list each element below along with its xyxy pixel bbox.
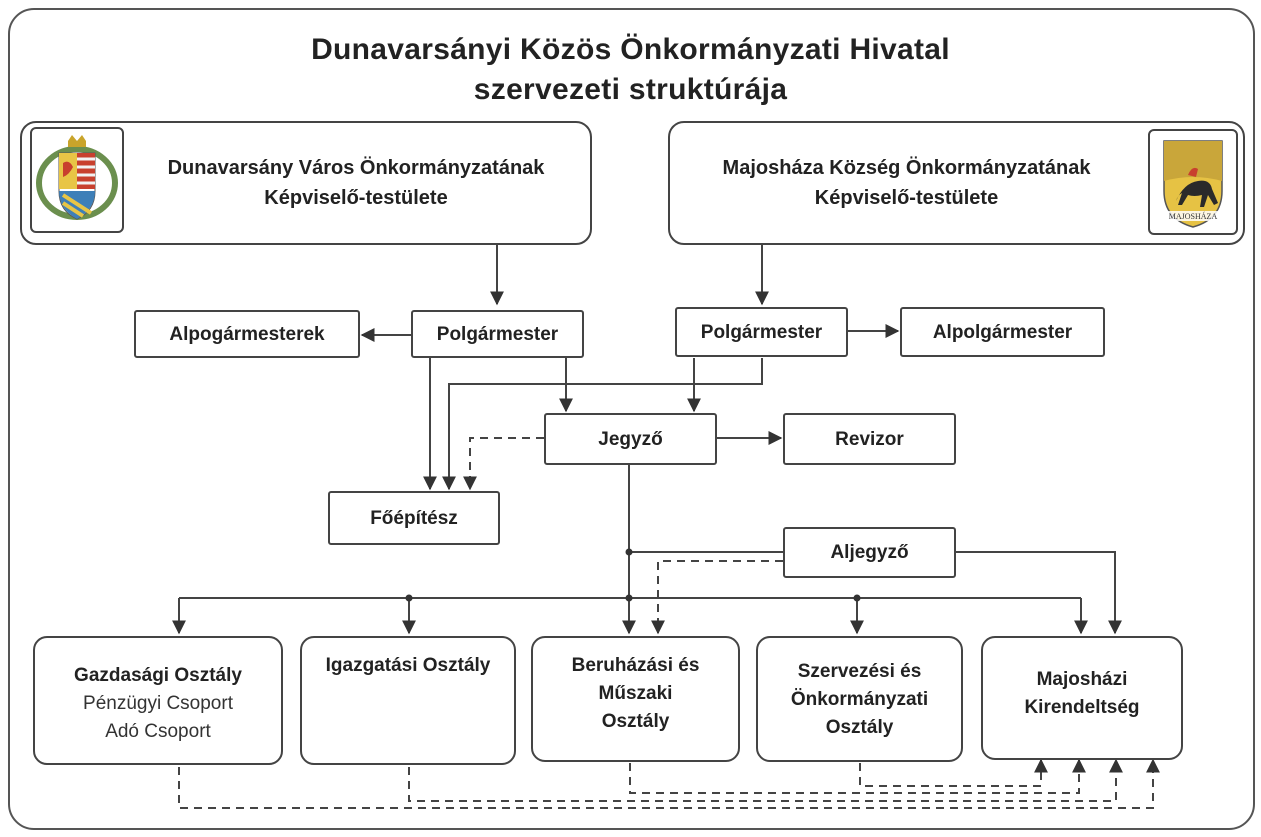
connector [956, 551, 1122, 635]
alpolgarmester-label: Alpolgármester [932, 321, 1073, 343]
polgarmester-right-box: Polgármester [675, 307, 848, 357]
jegyzo-label: Jegyző [598, 428, 663, 450]
revizor-label: Revizor [835, 428, 904, 450]
connector [463, 437, 544, 491]
connector [408, 758, 1123, 802]
department-title: Osztály [601, 711, 670, 732]
department-title: Műszaki [598, 683, 673, 704]
aljegyzo-box: Aljegyző [783, 527, 956, 578]
connector [178, 758, 1160, 809]
department-beruhazasi: Beruházási és Műszaki Osztály [531, 636, 740, 762]
connector [442, 358, 763, 491]
polgarmester-left-box: Polgármester [411, 310, 584, 358]
connector [651, 560, 783, 635]
junction-dot [625, 548, 633, 556]
department-majoshazi-kirendeltseg: Majosházi Kirendeltség [981, 636, 1183, 760]
department-subgroup: Adó Csoport [105, 721, 211, 742]
majoshaza-crest-text: MAJOSHÁZA [1169, 211, 1218, 221]
department-title: Igazgatási Osztály [325, 655, 491, 676]
outer-frame [8, 8, 1255, 830]
junction-dot [853, 594, 861, 602]
polgarmester-left-label: Polgármester [436, 323, 559, 345]
dunavarsany-coat-of-arms-icon [30, 127, 124, 233]
department-subgroup: Pénzügyi Csoport [83, 693, 233, 714]
majoshaza-coat-of-arms-icon: MAJOSHÁZA [1148, 129, 1238, 235]
polgarmester-right-label: Polgármester [700, 321, 823, 343]
department-title: Osztály [825, 717, 894, 738]
department-title: Gazdasági Osztály [74, 665, 242, 686]
title-line-2: szervezeti struktúrája [473, 73, 788, 106]
title-line-1: Dunavarsányi Közös Önkormányzati Hivatal [311, 33, 950, 66]
page-title: Dunavarsányi Közös Önkormányzati Hivatal… [0, 30, 1261, 110]
department-title: Önkormányzati [790, 689, 929, 710]
council-dunavarsany-line2: Képviselő-testülete [264, 187, 448, 209]
alpolgarmesterek-box: Alpogármesterek [134, 310, 360, 358]
department-igazgatasi: Igazgatási Osztály [300, 636, 516, 765]
aljegyzo-label: Aljegyző [830, 542, 909, 563]
junction-dot [405, 594, 413, 602]
jegyzo-box: Jegyző [544, 413, 717, 465]
alpolgarmester-box: Alpolgármester [900, 307, 1105, 357]
council-dunavarsany-line1: Dunavarsány Város Önkormányzatának [167, 157, 545, 179]
department-title: Szervezési és [797, 661, 922, 682]
foepitesz-label: Főépítész [370, 507, 458, 529]
foepitesz-box: Főépítész [328, 491, 500, 545]
junction-dot [625, 594, 633, 602]
connector [859, 758, 1048, 787]
council-majoshaza-line1: Majosháza Község Önkormányzatának [722, 157, 1091, 179]
department-szervezesi: Szervezési és Önkormányzati Osztály [756, 636, 963, 762]
alpolgarmesterek-label: Alpogármesterek [169, 323, 325, 345]
department-title: Majosházi [1036, 669, 1128, 690]
connector [629, 758, 1086, 794]
department-gazdasagi: Gazdasági Osztály Pénzügyi Csoport Adó C… [33, 636, 283, 765]
revizor-box: Revizor [783, 413, 956, 465]
department-title: Beruházási és [571, 655, 700, 676]
department-title: Kirendeltség [1024, 697, 1140, 718]
council-majoshaza-line2: Képviselő-testülete [814, 187, 999, 209]
